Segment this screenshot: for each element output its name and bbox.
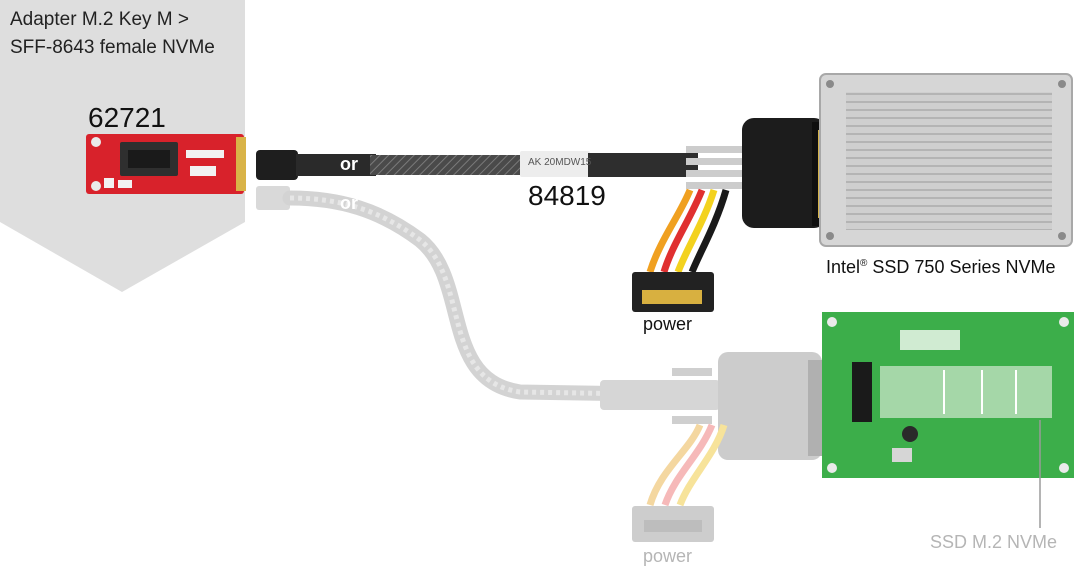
cable-print-label: AK 20MDW15 — [528, 157, 592, 168]
cable-light — [256, 186, 828, 542]
intel-ssd-label-mark: ® — [860, 258, 868, 269]
intel-ssd-label-rest: SSD 750 Series NVMe — [867, 257, 1056, 277]
m2-board-label: SSD M.2 NVMe — [930, 532, 1058, 552]
intel-ssd-drive — [819, 73, 1073, 247]
adapter-part-number: 62721 — [88, 102, 166, 133]
adapter-title: Adapter M.2 Key M > SFF-8643 female NVMe — [10, 6, 215, 62]
m2-ssd-board — [822, 312, 1074, 528]
cable-part-number: 84819 — [528, 180, 606, 211]
adapter-title-line2: SFF-8643 female NVMe — [10, 37, 215, 58]
adapter-title-line1: Adapter M.2 Key M > — [10, 9, 189, 30]
or-label-dark-cable: or — [340, 154, 358, 174]
or-label-light-cable: or — [340, 193, 358, 213]
intel-ssd-label: Intel® SSD 750 Series NVMe — [826, 257, 1055, 278]
power-label-faded: power — [643, 546, 693, 566]
cable-dark — [256, 118, 834, 312]
m2-adapter-board — [86, 134, 246, 194]
power-label-dark: power — [643, 314, 693, 334]
intel-ssd-label-brand: Intel — [826, 257, 861, 277]
